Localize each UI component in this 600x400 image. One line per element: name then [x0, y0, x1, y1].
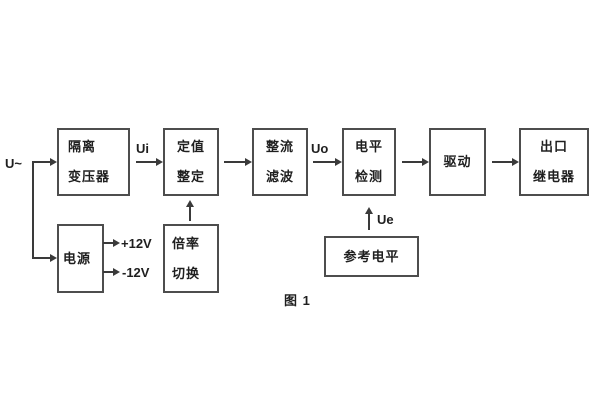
arrow-input-to-transformer	[32, 158, 57, 166]
level-detector-box: 电平 检测	[342, 128, 396, 196]
box-label: 定值	[176, 139, 205, 154]
rail-positive-label: +12V	[121, 236, 152, 251]
rectifier-filter-box: 整流 滤波	[252, 128, 308, 196]
signal-ui-label: Ui	[136, 141, 149, 156]
arrow-power-negative-rail	[103, 268, 120, 276]
isolation-transformer-box: 隔离 变压器	[57, 128, 130, 196]
arrow-detector-to-driver	[402, 158, 429, 166]
box-label: 隔离	[68, 139, 97, 154]
box-label: 整定	[176, 169, 205, 184]
box-label: 变压器	[68, 169, 111, 184]
arrow-setpoint-to-rectifier	[224, 158, 252, 166]
arrow-input-to-power-supply	[32, 254, 57, 262]
input-voltage-label: U~	[5, 156, 22, 171]
box-label: 驱动	[443, 154, 472, 169]
arrow-reference-to-detector	[365, 207, 373, 230]
reference-level-box: 参考电平	[324, 236, 419, 277]
box-label: 参考电平	[343, 248, 400, 264]
box-label: 出口	[539, 139, 568, 154]
arrow-transformer-to-setpoint	[136, 158, 163, 166]
box-label: 整流	[265, 139, 294, 154]
arrow-ratio-to-setpoint	[186, 200, 194, 221]
arrow-power-positive-rail	[103, 239, 120, 247]
figure-caption: 图 1	[284, 293, 311, 308]
input-branch-line	[32, 161, 34, 259]
arrow-driver-to-relay	[492, 158, 519, 166]
box-label: 继电器	[532, 169, 575, 184]
box-label: 电平	[354, 139, 383, 154]
box-label: 倍率	[172, 235, 201, 251]
setpoint-adjust-box: 定值 整定	[163, 128, 219, 196]
box-label: 检测	[354, 169, 383, 184]
box-label: 电源	[63, 250, 92, 266]
output-relay-box: 出口 继电器	[519, 128, 589, 196]
driver-box: 驱动	[429, 128, 486, 196]
signal-ue-label: Ue	[377, 212, 394, 227]
box-label: 切换	[172, 265, 201, 281]
power-supply-box: 电源	[57, 224, 104, 293]
signal-uo-label: Uo	[311, 141, 329, 156]
arrow-rectifier-to-detector	[313, 158, 342, 166]
rail-negative-label: -12V	[122, 265, 150, 280]
box-label: 滤波	[265, 169, 294, 184]
ratio-switch-box: 倍率 切换	[163, 224, 219, 293]
